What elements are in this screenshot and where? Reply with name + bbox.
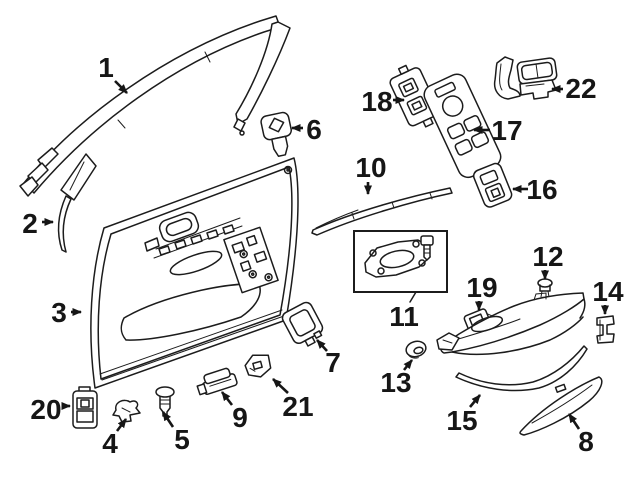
callout-3-label: 3 [51,297,67,328]
callout-11: 11 [389,301,419,332]
part-window-frame-molding [19,15,291,197]
callout-19-label: 19 [466,272,497,303]
part-front-seal-trim [57,153,97,253]
callouts-layer: 1 2 3 4 5 6 7 8 [22,52,624,459]
callout-22: 22 [551,73,597,104]
callout-20-label: 20 [30,394,61,425]
part-upper-trim-strip [311,187,453,236]
callout-5-arrow [161,411,175,428]
callout-14: 14 [592,276,624,315]
callout-19: 19 [466,272,498,311]
callout-18: 18 [361,86,405,117]
callout-8-label: 8 [578,426,594,457]
callout-5-label: 5 [174,424,190,455]
callout-1: 1 [98,52,128,94]
callout-12: 12 [532,241,564,280]
callout-5: 5 [161,411,190,455]
part-bracket-7 [281,301,324,347]
callout-17: 17 [473,115,523,146]
callout-17-label: 17 [491,115,522,146]
callout-14-label: 14 [592,276,624,307]
callout-21: 21 [272,378,314,422]
part-rivet-5 [155,386,175,417]
callout-21-arrow [272,378,289,394]
callout-7-arrow [316,339,328,352]
callout-7-label: 7 [325,347,341,378]
callout-11-label: 11 [389,301,419,332]
callout-9-arrow [220,391,234,406]
part-grommet-13 [405,340,427,359]
part-retainer-14 [596,315,615,344]
callout-13: 13 [380,359,414,398]
part-door-trim-panel [90,157,299,389]
callout-9: 9 [220,391,248,433]
part-inside-handle-assembly [353,230,448,303]
callout-16-label: 16 [526,174,557,205]
callout-7: 7 [316,339,341,378]
part-lower-molding-8 [519,376,603,436]
part-seat-switch [493,56,558,100]
part-clip-6 [260,111,292,158]
callout-2: 2 [22,208,54,239]
callout-4-arrow [115,418,128,432]
callout-22-label: 22 [565,73,596,104]
part-clip-21 [244,354,272,378]
callout-10: 10 [355,152,387,195]
part-clip-4 [112,399,141,423]
callout-15: 15 [446,394,481,436]
callout-20: 20 [30,394,71,425]
callout-1-label: 1 [98,52,114,83]
callout-15-arrow [469,394,481,408]
callout-3: 3 [51,297,82,328]
callout-16: 16 [512,174,558,205]
callout-13-arrow [402,359,414,371]
part-clip-9 [196,367,238,396]
callout-9-label: 9 [232,402,248,433]
callout-2-label: 2 [22,208,38,239]
part-armrest-trim [436,292,586,356]
callout-8-arrow [567,413,581,430]
callout-6: 6 [291,114,322,145]
callout-8: 8 [567,413,594,457]
part-connector-20 [72,386,98,429]
callout-12-label: 12 [532,241,563,272]
callout-13-label: 13 [380,367,411,398]
callout-10-label: 10 [355,152,386,183]
callout-18-label: 18 [361,86,392,117]
callout-6-label: 6 [306,114,322,145]
part-lower-trim-strip [455,345,588,392]
callout-21-label: 21 [282,391,313,422]
callout-15-label: 15 [446,405,477,436]
callout-1-arrow [114,80,128,94]
callout-4: 4 [102,418,128,459]
part-small-switch-16 [472,162,513,208]
callout-4-label: 4 [102,428,118,459]
